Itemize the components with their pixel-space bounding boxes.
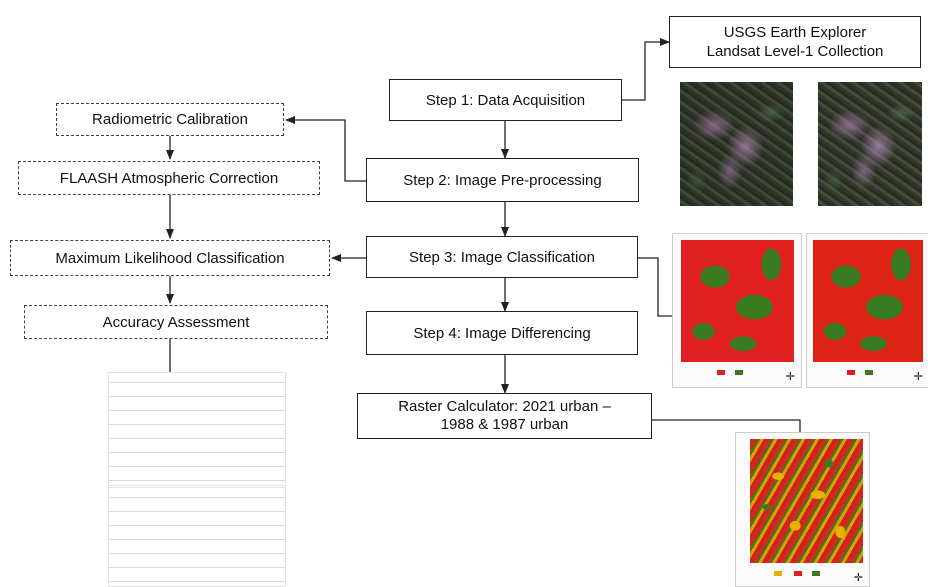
change-map-legend <box>774 571 834 576</box>
step1-data-acquisition-box: Step 1: Data Acquisition <box>389 79 622 121</box>
raster-calculator-box: Raster Calculator: 2021 urban – 1988 & 1… <box>357 393 652 439</box>
change-map-frame: ✛ <box>735 432 870 587</box>
classification-map-2 <box>813 240 923 362</box>
raster-line-1: Raster Calculator: 2021 urban – <box>398 398 611 415</box>
classification-legend-2 <box>847 370 887 375</box>
landsat-image-2021 <box>818 82 922 206</box>
arrow-step1-to-usgs <box>622 38 670 101</box>
maximum-likelihood-classification-box: Maximum Likelihood Classification <box>10 240 330 276</box>
line-step3-to-classmaps <box>638 257 678 317</box>
north-arrow-icon: ✛ <box>853 572 863 584</box>
flaash-atmospheric-correction-box: FLAASH Atmospheric Correction <box>18 161 320 195</box>
radiometric-calibration-box: Radiometric Calibration <box>56 103 284 136</box>
usgs-line-1: USGS Earth Explorer <box>723 24 867 41</box>
step3-image-classification-box: Step 3: Image Classification <box>366 236 638 278</box>
classification-legend-1 <box>717 370 757 375</box>
line-raster-to-diffmap <box>652 419 801 437</box>
usgs-earth-explorer-box: USGS Earth Explorer Landsat Level-1 Coll… <box>669 16 921 68</box>
step2-image-preprocessing-box: Step 2: Image Pre-processing <box>366 158 639 202</box>
classification-map-frame-2: ✛ <box>806 233 928 388</box>
usgs-line-2: Landsat Level-1 Collection <box>706 43 884 60</box>
change-detection-map <box>750 439 863 563</box>
classification-map-frame-1: ✛ <box>672 233 802 388</box>
raster-line-2: 1988 & 1987 urban <box>440 416 569 433</box>
north-arrow-icon: ✛ <box>785 371 795 383</box>
landsat-image-early <box>680 82 793 206</box>
classification-map-1 <box>681 240 794 362</box>
step4-image-differencing-box: Step 4: Image Differencing <box>366 311 638 355</box>
arrow-step2-to-radiometric <box>285 116 366 182</box>
accuracy-assessment-box: Accuracy Assessment <box>24 305 328 339</box>
accuracy-report-image-1 <box>108 372 286 486</box>
accuracy-report-image-2 <box>108 487 286 587</box>
north-arrow-icon: ✛ <box>913 371 923 383</box>
